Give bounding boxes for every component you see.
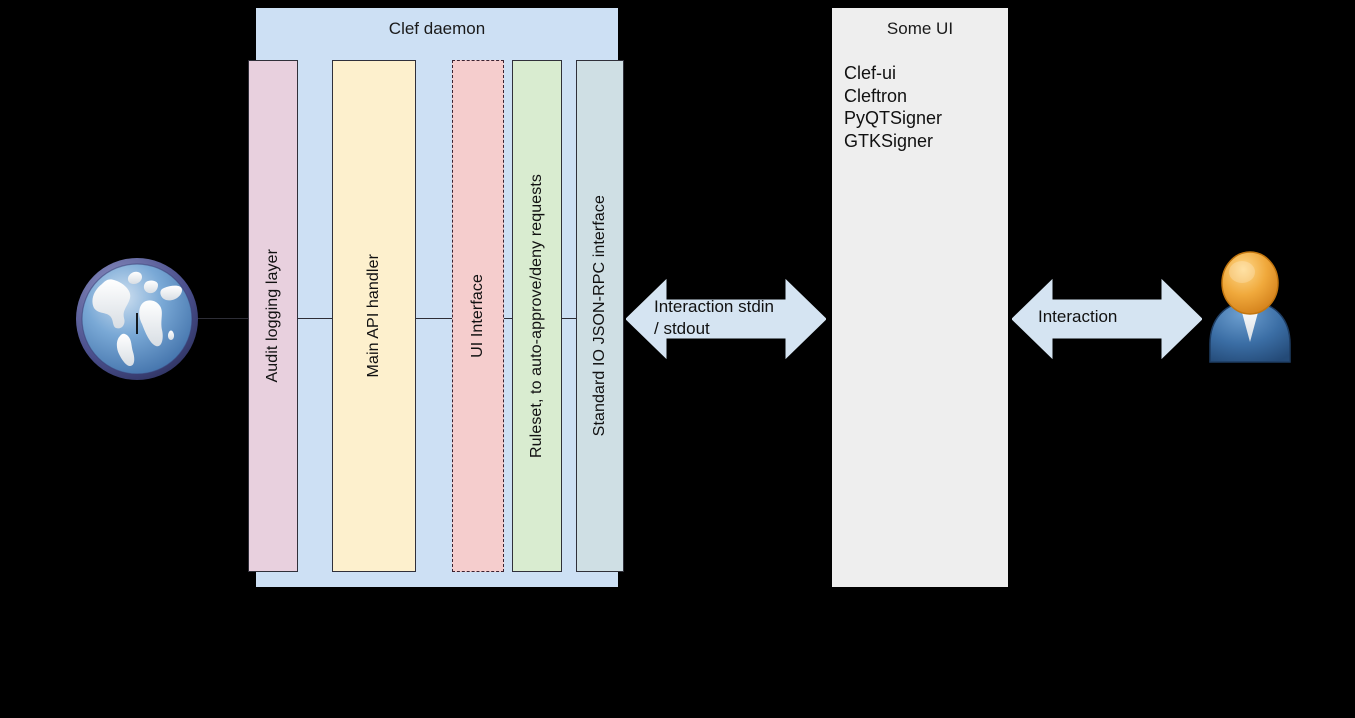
some-ui-list: Clef-ui Cleftron PyQTSigner GTKSigner	[844, 62, 942, 152]
layer-main-api-handler[interactable]: Main API handler	[332, 60, 416, 572]
some-ui-title: Some UI	[886, 19, 954, 38]
arrow-stdio-to-some-ui	[626, 278, 826, 360]
layer-audit-logging[interactable]: Audit logging layer	[248, 60, 298, 572]
layer-ui-interface[interactable]: UI Interface	[452, 60, 504, 572]
list-item: Clef-ui	[844, 63, 897, 83]
connector-api-to-ui	[415, 318, 453, 319]
arrow-some-ui-to-user	[1012, 278, 1202, 360]
list-item: Cleftron	[844, 85, 908, 106]
arrow-some-ui-to-user-label: Interaction	[1038, 307, 1118, 326]
user-icon	[1204, 250, 1296, 366]
connector-ruleset-to-stdio	[561, 318, 577, 319]
layer-ruleset[interactable]: Ruleset, to auto-approve/deny requests	[512, 60, 562, 572]
list-item: GTKSigner	[844, 130, 934, 151]
globe-icon	[72, 254, 202, 384]
connector-ui-to-ruleset	[503, 318, 513, 319]
clef-daemon-container	[256, 8, 618, 587]
layer-ruleset-label: Ruleset, to auto-approve/deny requests	[528, 174, 545, 458]
connector-audit-to-api	[297, 318, 333, 319]
list-item: PyQTSigner	[844, 108, 943, 128]
layer-main-api-handler-label: Main API handler	[365, 254, 382, 378]
layer-standard-io-jsonrpc-label: Standard IO JSON-RPC interface	[591, 195, 608, 437]
layer-ui-interface-label: UI Interface	[469, 274, 486, 358]
layer-audit-logging-label: Audit logging layer	[264, 249, 281, 383]
some-ui-panel[interactable]: Some UI Clef-ui Cleftron PyQTSigner GTKS…	[832, 8, 1008, 587]
clef-daemon-title: Clef daemon	[388, 19, 486, 38]
connector-globe-to-audit	[190, 318, 250, 319]
arrow-stdio-to-some-ui-label: Interaction stdin / stdout	[654, 297, 775, 338]
layer-standard-io-jsonrpc[interactable]: Standard IO JSON-RPC interface	[576, 60, 624, 572]
